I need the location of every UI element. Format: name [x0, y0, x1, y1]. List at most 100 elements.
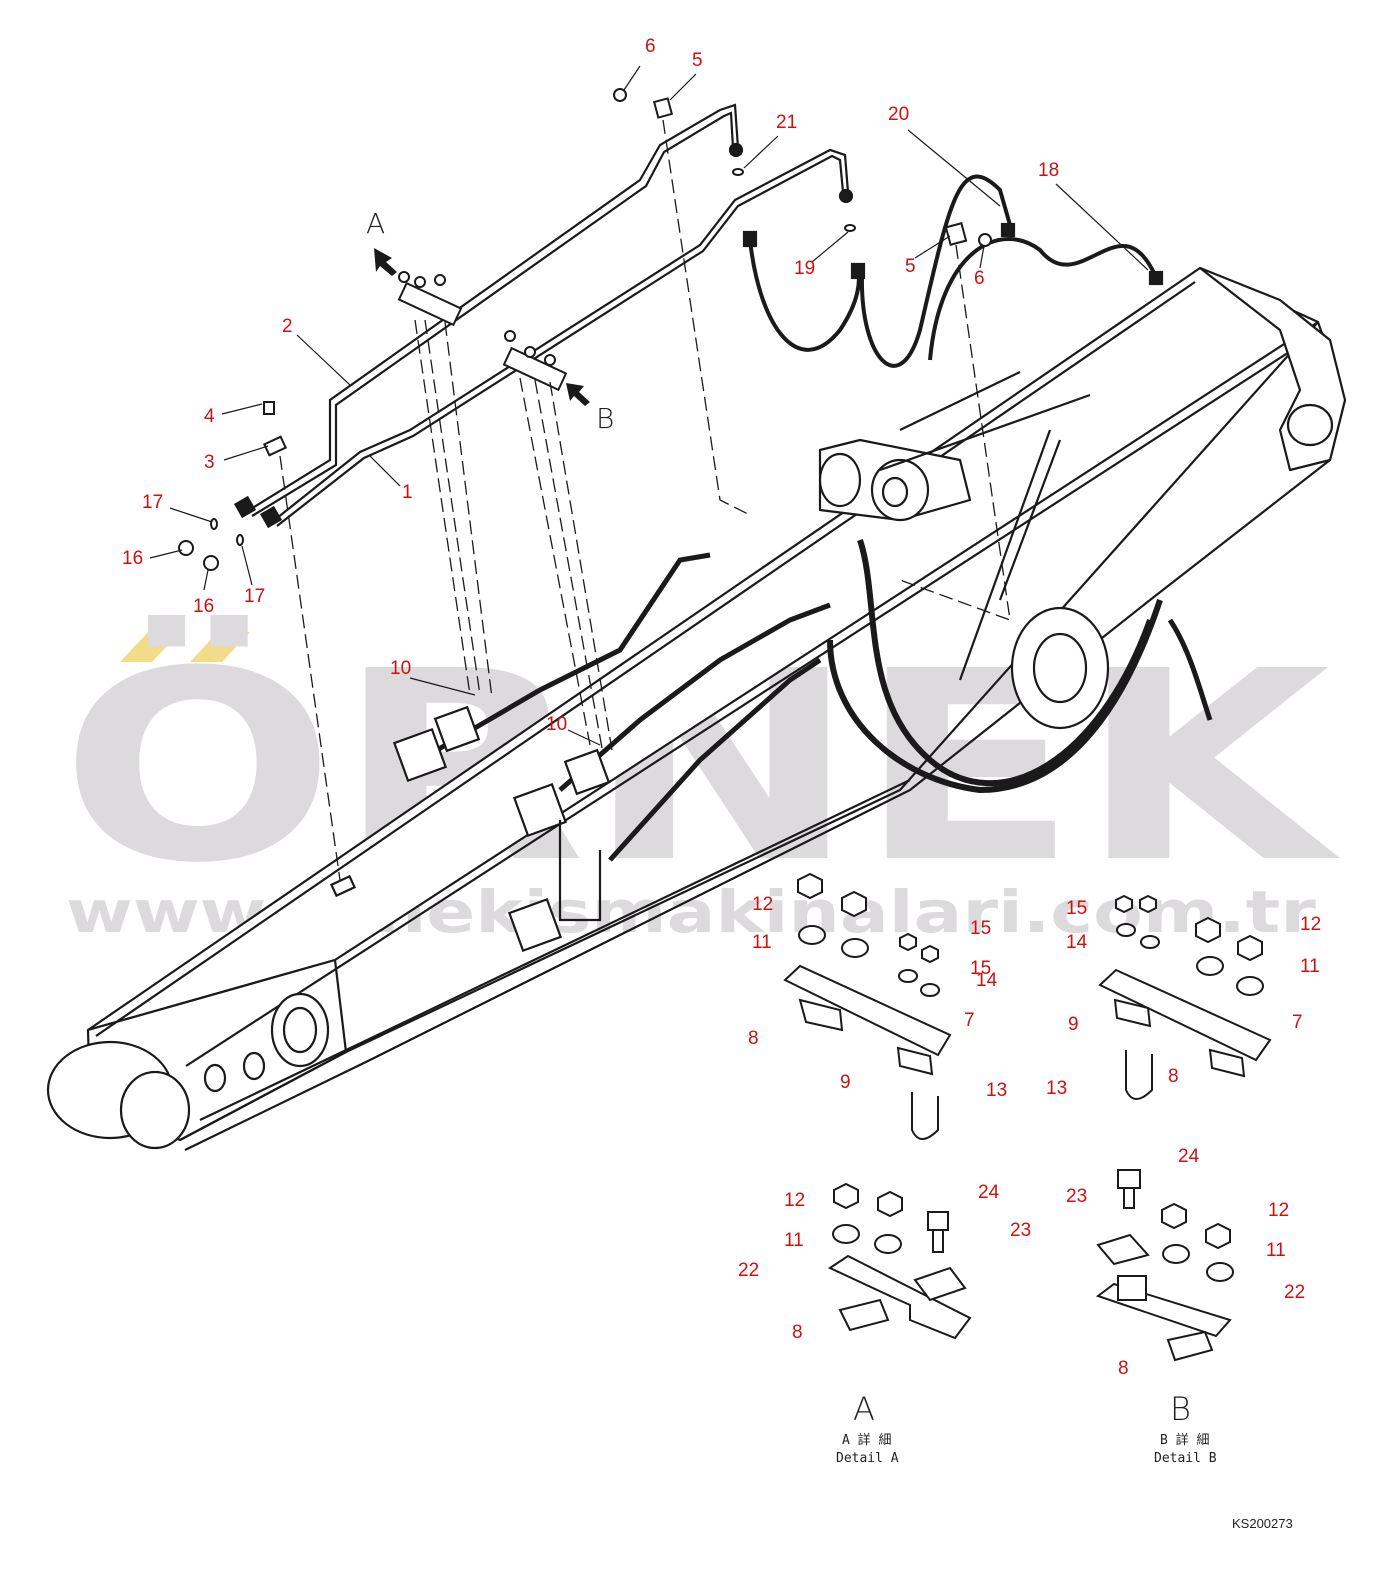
- callout-5-right: 5: [905, 256, 916, 277]
- clamp-b-nut-2: [524, 346, 536, 358]
- hose-19: [748, 239, 861, 352]
- view-arrow-a-label: A: [366, 207, 385, 240]
- clamp-8-la: [838, 1298, 890, 1332]
- clamp-b-nut-3: [544, 354, 556, 366]
- callout-21: 21: [776, 112, 797, 133]
- view-arrow-a: A: [366, 207, 397, 276]
- nut-12-lb2: [1205, 1222, 1231, 1250]
- washer-11-b1: [1196, 956, 1224, 976]
- boom-assembly: [46, 266, 1347, 1151]
- clip-plate-3-lower: [329, 874, 357, 898]
- clamp-block-5: [563, 748, 611, 796]
- boom-big-hose-1: [857, 539, 1153, 787]
- drawing-code: KS200273: [1232, 1516, 1293, 1531]
- callout-23-lb: 23: [1066, 1186, 1087, 1207]
- callout-9-db: 9: [1068, 1014, 1079, 1035]
- fitting-end-2: [259, 505, 283, 529]
- boom-bottom-line: [199, 779, 911, 1121]
- callout-11-db: 11: [1300, 956, 1320, 977]
- boom-inner-line-2: [185, 344, 1301, 1067]
- tube-2-outline: [251, 111, 735, 517]
- fitting-tube-1-end: [838, 188, 854, 204]
- clamp-a-nut-3: [434, 274, 446, 286]
- plate-22-la: [827, 1254, 972, 1340]
- washer-11-la1: [832, 1224, 860, 1244]
- plate-7-a: [783, 964, 952, 1057]
- boom-pin-hole-1-inner: [282, 1006, 318, 1054]
- fitting-hose-20: [1000, 222, 1016, 238]
- callout-13-db: 13: [1046, 1078, 1067, 1099]
- callout-12-db: 12: [1300, 914, 1321, 935]
- washer-11-a1: [798, 925, 826, 945]
- dash-b-1: [519, 377, 591, 746]
- callout-16-b: 16: [193, 596, 214, 617]
- boom-web-diagonal-2: [998, 439, 1062, 601]
- nut-16-b: [203, 555, 219, 571]
- fitting-end-1: [233, 495, 257, 519]
- oring-17-b: [236, 534, 244, 546]
- view-arrow-b: B: [566, 383, 614, 435]
- callout-15-da1: 15: [970, 918, 991, 939]
- callout-12-da: 12: [752, 894, 773, 915]
- ubolt-13-a: [911, 1092, 939, 1140]
- view-arrow-b-icon: [566, 383, 590, 406]
- detail-lower-parts: [827, 1169, 1234, 1362]
- clamp-8-b: [1208, 1048, 1246, 1078]
- clip-23-la: [913, 1266, 967, 1302]
- callout-24-lb: 24: [1178, 1146, 1200, 1167]
- boom-pin-hole-1: [270, 992, 330, 1068]
- clamp-block-1: [392, 727, 448, 783]
- bracket-pin-2-inner: [881, 476, 909, 508]
- callout-19: 19: [794, 258, 815, 279]
- boom-pin-hole-2: [242, 1051, 266, 1081]
- bolt-4: [263, 401, 275, 415]
- callout-4: 4: [204, 406, 215, 427]
- nut-15-a1: [899, 932, 917, 952]
- callout-12-lb: 12: [1268, 1200, 1289, 1221]
- callout-14-db: 14: [1066, 932, 1088, 953]
- washer-14-b1: [1116, 923, 1136, 937]
- washer-11-a2: [841, 938, 869, 958]
- callout-12-la: 12: [784, 1190, 805, 1211]
- leader-lines: [149, 65, 1149, 746]
- callout-14-da: 14: [976, 970, 998, 991]
- detail-upper-parts: [783, 872, 1272, 1140]
- callout-1: 1: [402, 482, 413, 503]
- washer-11-la2: [874, 1234, 902, 1254]
- bracket-pin-1: [818, 452, 862, 508]
- callout-8-db: 8: [1168, 1066, 1179, 1087]
- hose-18: [928, 237, 1157, 361]
- boom-center-boss-inner: [1032, 632, 1088, 704]
- oring-19: [844, 224, 856, 232]
- callout-20: 20: [888, 104, 909, 125]
- boom-web-diagonal: [958, 429, 1052, 681]
- oring-21: [732, 168, 744, 176]
- boom-foot-boss-inner: [119, 1070, 191, 1150]
- callout-17-a: 17: [142, 492, 163, 513]
- boom-cross-rail: [879, 393, 1091, 472]
- callout-11-lb: 11: [1266, 1240, 1286, 1261]
- callout-2: 2: [282, 316, 293, 337]
- callout-15-da2: 15: [970, 958, 991, 979]
- watermark-accent-right: [190, 632, 250, 662]
- callout-8-lb: 8: [1118, 1358, 1129, 1379]
- callout-3: 3: [204, 452, 215, 473]
- bolt-6-right: [978, 233, 992, 247]
- callout-18: 18: [1038, 160, 1059, 181]
- boom-head-pin: [1286, 403, 1334, 447]
- callout-5-top: 5: [692, 50, 703, 71]
- nut-16-a: [178, 540, 194, 556]
- callout-labels: 6 5 21 20 18 19 5 6 2 4 3 1 17 16 16 17 …: [122, 36, 1321, 1379]
- clamp-b-plate: [502, 346, 568, 392]
- detail-b-caption: B B 詳 細 Detail B: [1154, 1390, 1217, 1466]
- fitting-tube-2-end: [728, 142, 744, 158]
- oring-17-a: [210, 518, 218, 530]
- callout-24-la: 24: [978, 1182, 1000, 1203]
- callout-8-da: 8: [748, 1028, 759, 1049]
- detail-a-letter: A: [853, 1390, 875, 1428]
- clamp-8-lb: [1166, 1330, 1214, 1362]
- clamp-a-nut-1: [398, 271, 410, 283]
- callout-6-right: 6: [974, 268, 985, 289]
- nut-12-la1: [833, 1182, 859, 1210]
